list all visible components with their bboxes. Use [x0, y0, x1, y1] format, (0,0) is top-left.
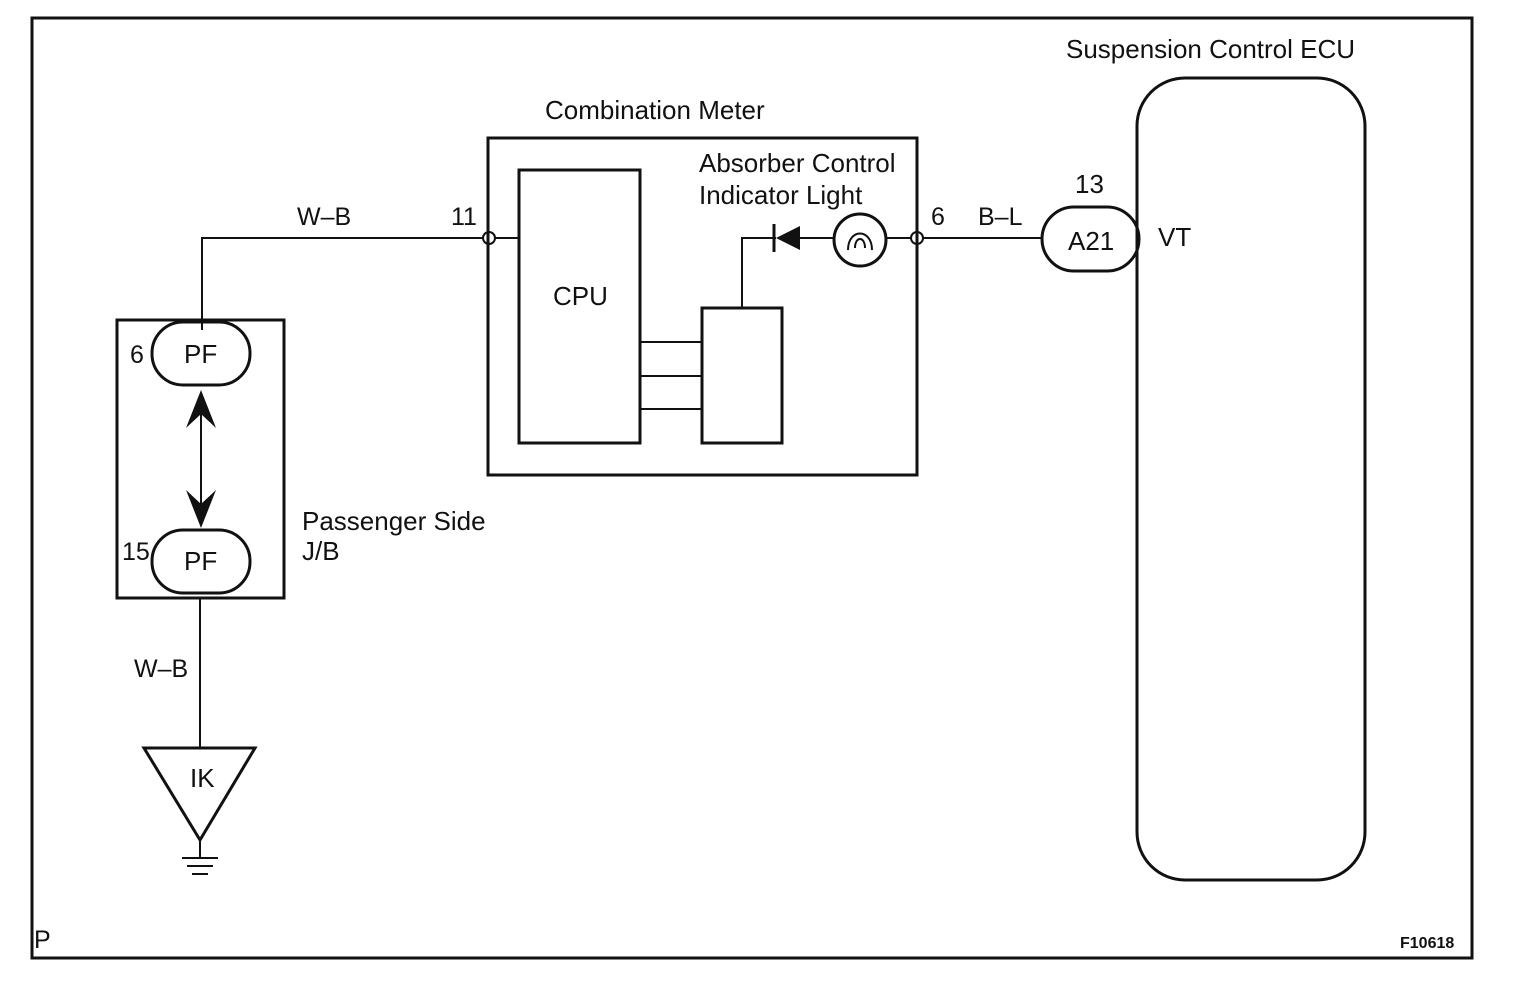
ecu-connector-label: A21 [1068, 226, 1114, 256]
meter-box [486, 136, 919, 477]
driver-box [700, 306, 784, 445]
meter-title: Combination Meter [545, 95, 765, 125]
indicator-label-line2: Indicator Light [699, 180, 863, 210]
diode-icon [776, 226, 800, 250]
jb-connector-bottom [150, 528, 252, 595]
jb-connector-top-label: PF [184, 339, 217, 369]
cpu-box [517, 168, 642, 445]
ecu-title: Suspension Control ECU [1066, 34, 1355, 64]
ground-point [141, 746, 258, 843]
figure-id: F10618 [1400, 935, 1454, 952]
jb-connector-top [150, 320, 252, 387]
wire-w-b-top [201, 237, 483, 330]
diagram-frame [30, 16, 1474, 960]
indicator-label-line1: Absorber Control [699, 148, 896, 178]
indicator-wire-left [741, 237, 776, 308]
bulb-filament-inner [854, 238, 866, 249]
ecu-terminal-label: VT [1158, 222, 1191, 252]
wire-w-b-bottom-label: W–B [134, 655, 188, 683]
jb-label-line1: Passenger Side [302, 506, 486, 536]
arrow-down-icon [186, 490, 216, 528]
wire-b-l-label: B–L [978, 203, 1023, 231]
wire-w-b-top-label: W–B [297, 203, 351, 231]
ground-label: IK [190, 763, 215, 793]
bulb-filament [847, 232, 873, 251]
meter-pin-6: 6 [931, 203, 945, 231]
jb-pin-bottom: 15 [122, 538, 150, 566]
jb-pin-top: 6 [130, 341, 144, 369]
meter-pin-11: 11 [451, 203, 477, 231]
jb-connector-bottom-label: PF [184, 546, 217, 576]
cpu-label: CPU [553, 281, 608, 311]
bulb-icon [832, 212, 888, 268]
jb-label-line2: J/B [302, 536, 340, 566]
corner-code: P [34, 926, 51, 954]
arrow-up-icon [186, 390, 216, 428]
ecu-box [1135, 76, 1367, 882]
ecu-connector-pin: 13 [1075, 169, 1104, 199]
